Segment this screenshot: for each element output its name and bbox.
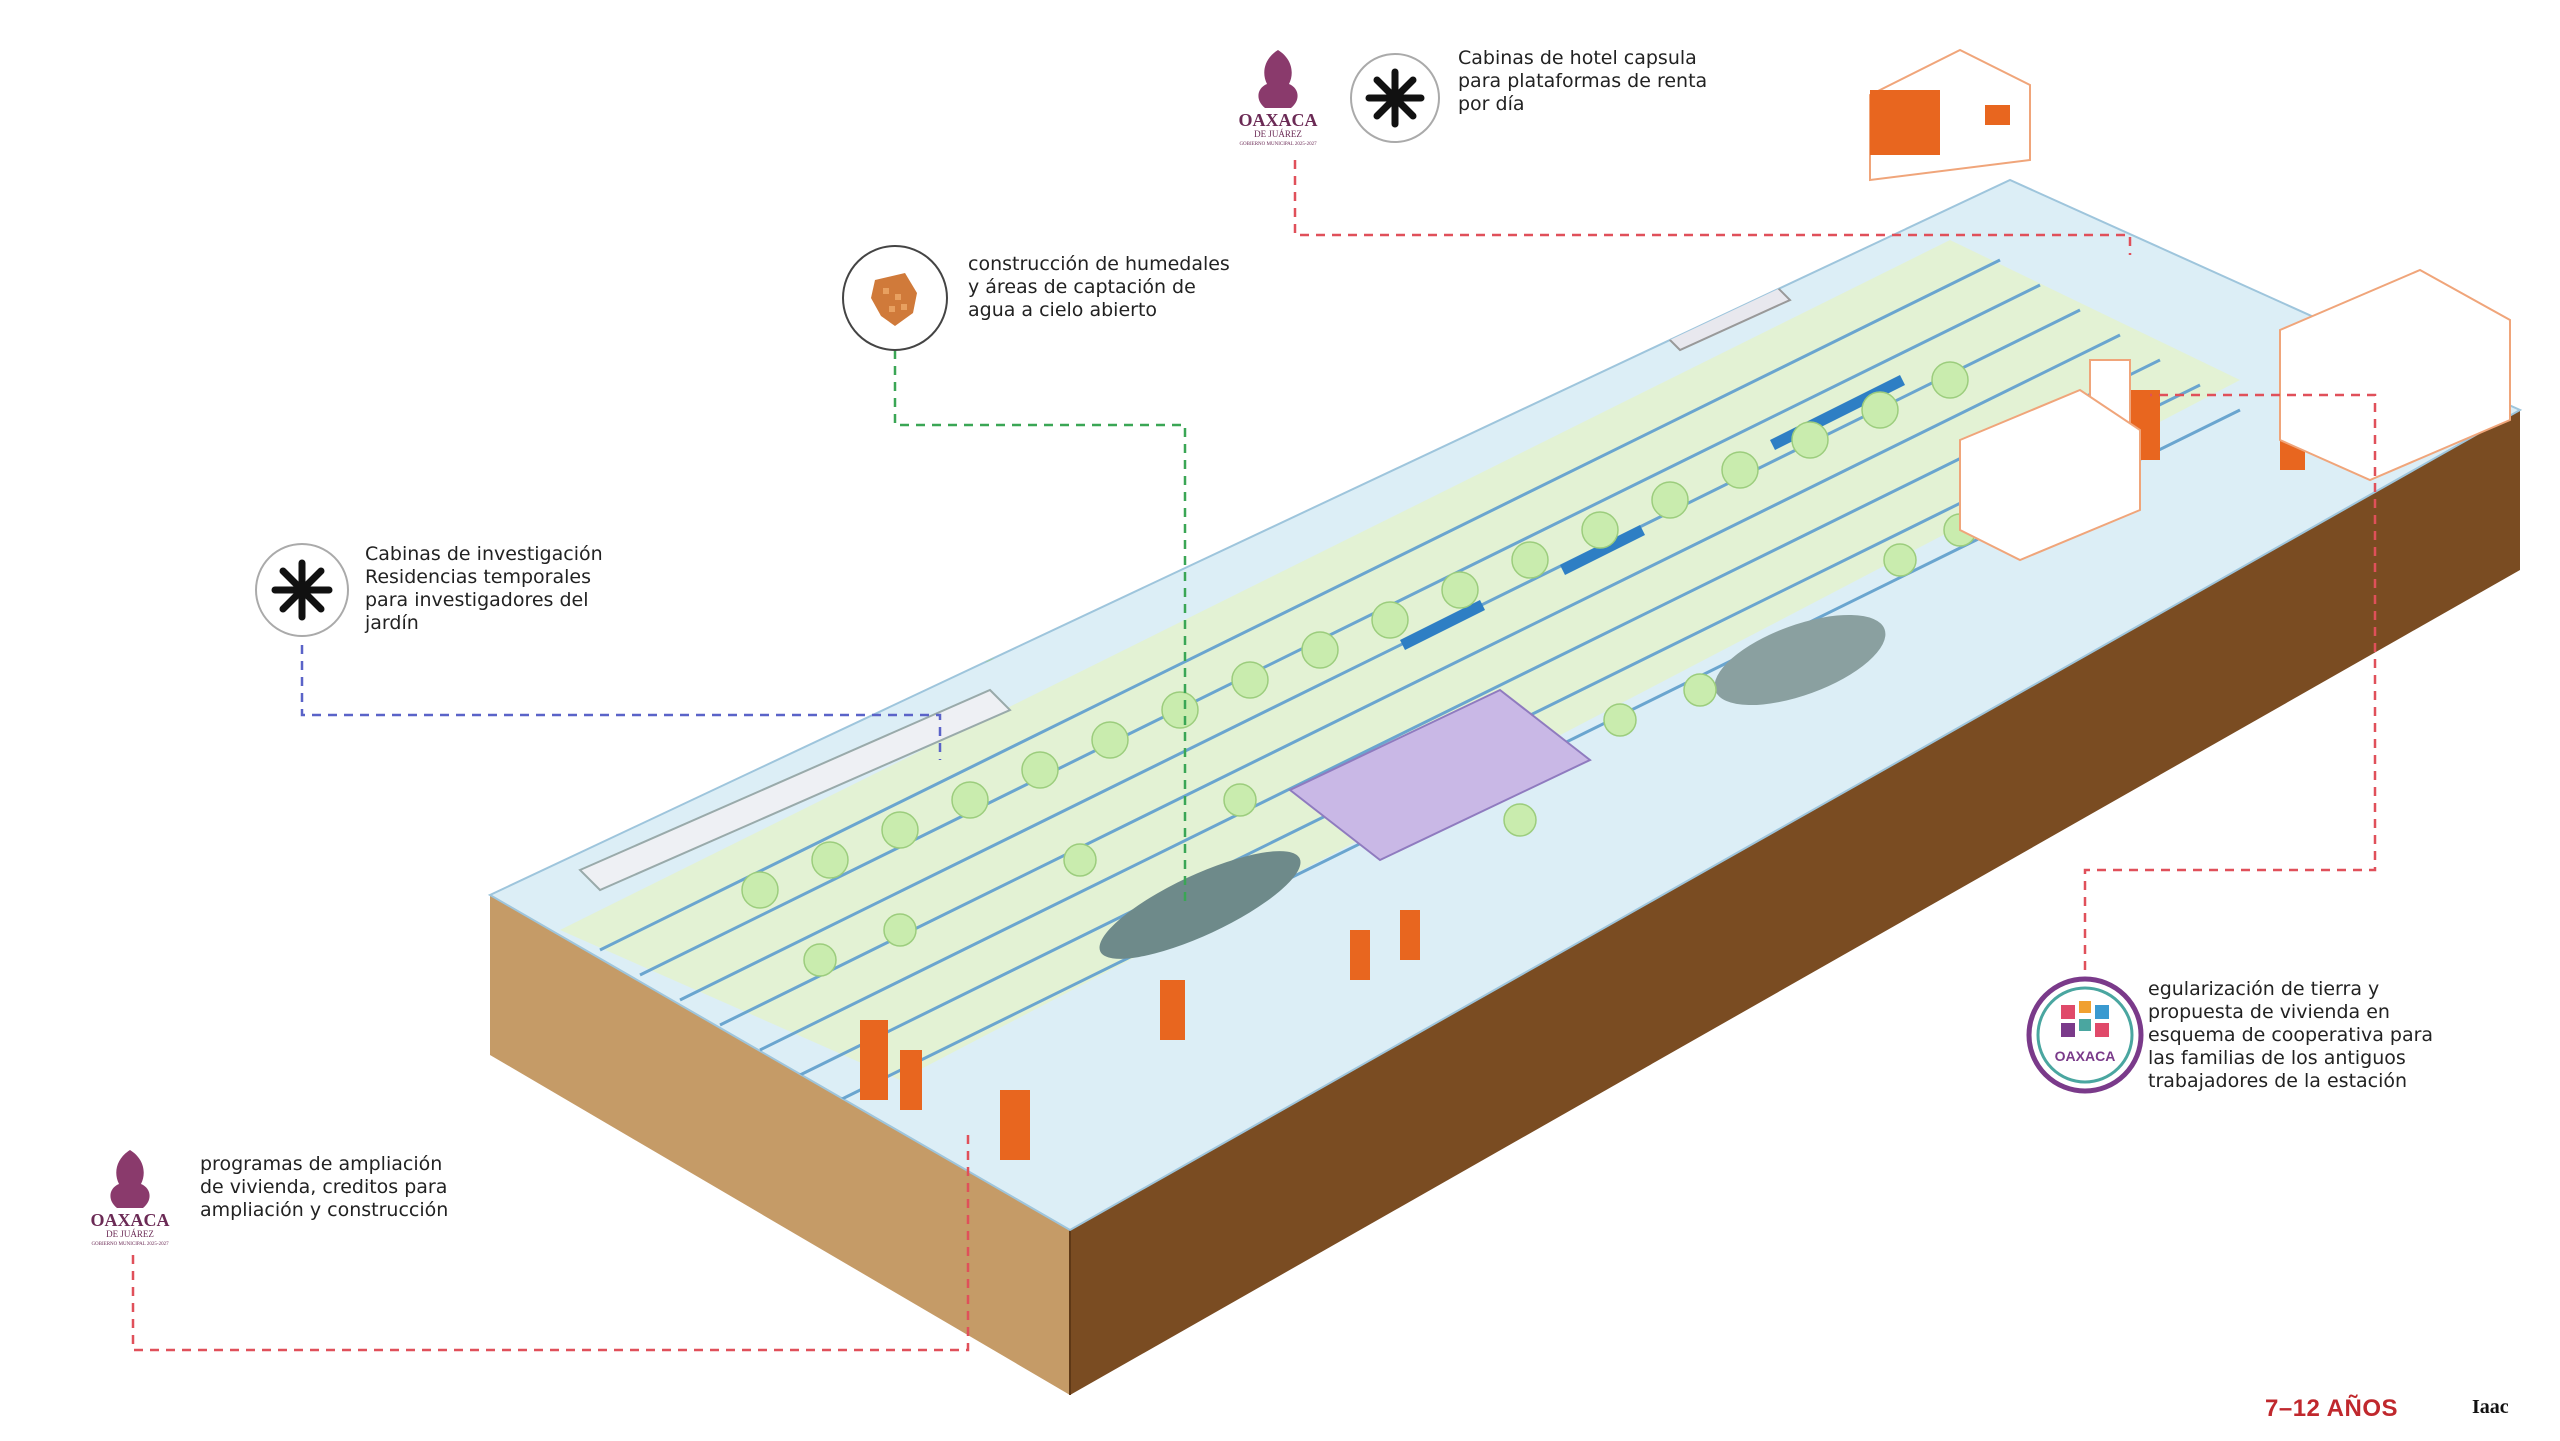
- leader-housing: [131, 1130, 970, 1352]
- wetlands-seal-icon: [842, 245, 948, 351]
- svg-text:DE JUÁREZ: DE JUÁREZ: [1254, 129, 1302, 139]
- platform-shed: [578, 688, 1012, 892]
- iaac-logo: Iaac: [2472, 1396, 2509, 1418]
- terrain-front-face: [1070, 410, 2520, 1395]
- leader-wetlands: [893, 350, 1187, 905]
- research-seal-icon: [255, 543, 349, 637]
- wetland-pond: [1714, 614, 1886, 706]
- perimeter-buildings: [1869, 48, 2511, 562]
- callout-cooperative-text: egularización de tierra y propuesta de v…: [2148, 978, 2434, 1092]
- terrain-side-face: [490, 895, 1070, 1395]
- municipal-logo-bottom: OAXACA DE JUÁREZ GOBIERNO MUNICIPAL 2025…: [91, 1150, 170, 1247]
- callout-housing-text: programas de ampliación de vivienda, cre…: [200, 1153, 449, 1221]
- svg-text:OAXACA: OAXACA: [91, 1210, 170, 1230]
- callout-capsule-text: Cabinas de hotel capsula para plataforma…: [1458, 47, 1708, 115]
- svg-text:OAXACA: OAXACA: [1239, 110, 1318, 130]
- purple-warehouse: [1288, 688, 1592, 862]
- svg-text:GOBIERNO MUNICIPAL 2025-2027: GOBIERNO MUNICIPAL 2025-2027: [1239, 142, 1317, 147]
- leader-capsule: [1293, 160, 2132, 255]
- svg-text:OAXACA: OAXACA: [2055, 1048, 2116, 1064]
- leader-research: [300, 645, 942, 760]
- retention-pond: [1099, 851, 1301, 959]
- orange-housing: [860, 390, 2305, 1160]
- site-plan: [560, 215, 2305, 1160]
- callout-wetlands-text: construcción de humedales y áreas de cap…: [968, 253, 1230, 321]
- research-seal-top-icon: [1350, 53, 1440, 143]
- oaxaca-state-logo: OAXACA: [2026, 976, 2144, 1094]
- time-period-label: 7–12 AÑOS: [2265, 1395, 2399, 1422]
- municipal-logo-top: OAXACA DE JUÁREZ GOBIERNO MUNICIPAL 2025…: [1239, 50, 1318, 147]
- leader-cooperative: [2083, 393, 2377, 970]
- svg-text:GOBIERNO MUNICIPAL 2025-2027: GOBIERNO MUNICIPAL 2025-2027: [91, 1242, 169, 1247]
- leader-lines: [131, 160, 2377, 1352]
- callout-research-text: Cabinas de investigación Residencias tem…: [365, 543, 603, 634]
- svg-text:DE JUÁREZ: DE JUÁREZ: [106, 1229, 154, 1239]
